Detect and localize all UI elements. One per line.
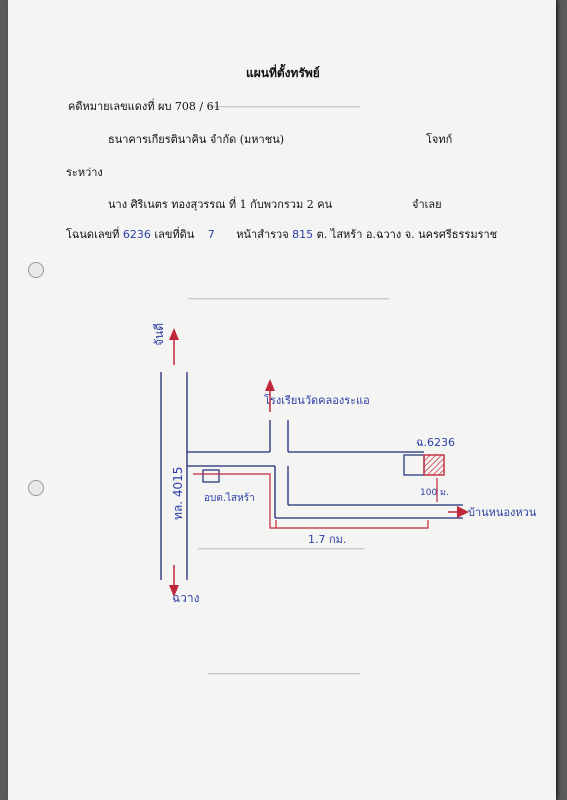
office-label: อบต.ไสหร้า: [204, 492, 255, 504]
land-label: เลขที่ดิน: [154, 228, 195, 241]
plot-label: ฉ.6236: [416, 436, 455, 449]
south-arrow-head: [169, 585, 179, 597]
between-label: ระหว่าง: [66, 166, 103, 179]
defendant-role: จำเลย: [412, 198, 442, 211]
road-distance: 1.7 กม.: [308, 533, 346, 546]
document-page: ▁▁▁▁▁▁▁▁▁▁▁▁▁▁▁▁▁▁▁▁▁▁ ▁▁▁▁▁▁▁▁▁▁▁▁▁▁▁▁▁…: [8, 0, 556, 800]
defendant-name: นาง ศิริเนตร ทองสุวรรณ ที่ 1 กับพวกรวม 2…: [108, 198, 333, 211]
deed-label: โฉนดเลขที่: [66, 228, 120, 241]
village-label: บ้านหนองหวน: [468, 506, 537, 519]
location-text: ต. ไสหร้า อ.ฉวาง จ. นครศรีธรรมราช: [316, 228, 498, 241]
plaintiff-role: โจทก์: [426, 133, 453, 146]
plot-distance: 100 ม.: [420, 488, 449, 498]
plaintiff-name: ธนาคารเกียรตินาคิน จำกัด (มหาชน): [108, 133, 285, 146]
survey-number: 815: [292, 228, 314, 241]
location-map: จันดี ฉวาง ทล. 4015 โรงเรียนวัดคลองระแอ …: [152, 323, 537, 605]
school-arrow-head: [265, 379, 275, 391]
deed-line: โฉนดเลขที่ 6236 เลขที่ดิน 7 หน้าสำรวจ 81…: [66, 225, 497, 243]
deed-number: 6236: [122, 228, 151, 241]
punch-hole-bottom: [28, 480, 44, 496]
north-arrow-head: [169, 328, 179, 340]
school-label: โรงเรียนวัดคลองระแอ: [264, 393, 370, 407]
property-plot: [423, 454, 445, 476]
land-number: 7: [207, 228, 215, 241]
route-to-property: [193, 473, 429, 529]
survey-label: หน้าสำรวจ: [236, 228, 289, 241]
north-destination: จันดี: [152, 323, 166, 346]
highway-label: ทล. 4015: [171, 467, 185, 520]
office-building: [202, 469, 220, 483]
south-destination: ฉวาง: [172, 591, 200, 605]
page-title: แผนที่ตั้งทรัพย์: [246, 66, 320, 80]
case-number: คดีหมายเลขแดงที่ ผบ 708 / 61: [68, 100, 221, 113]
punch-hole-top: [28, 262, 44, 278]
neighbor-plot: [403, 454, 425, 476]
